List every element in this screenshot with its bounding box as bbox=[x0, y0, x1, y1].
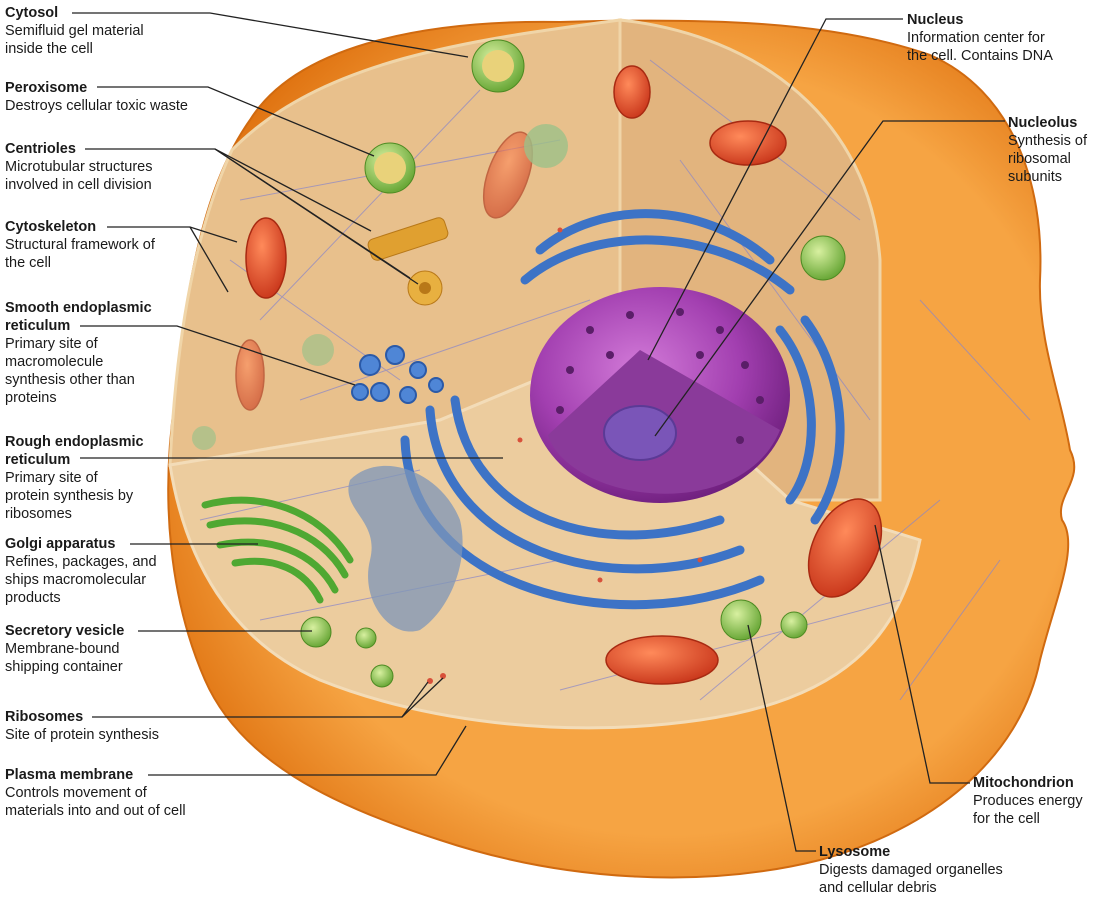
label-desc: Destroys cellular toxic waste bbox=[5, 98, 188, 114]
label-title: Lysosome bbox=[819, 844, 891, 860]
label-title: Rough endoplasmic reticulum bbox=[5, 434, 144, 468]
label-title: Plasma membrane bbox=[5, 767, 134, 783]
label-nucleolus: Nucleolus Synthesis of ribosomal subunit… bbox=[1008, 114, 1087, 186]
label-rough-er: Rough endoplasmic reticulum Primary site… bbox=[5, 433, 144, 523]
label-nucleus: Nucleus Information center for the cell.… bbox=[907, 11, 1053, 65]
label-title: Smooth endoplasmic reticulum bbox=[5, 300, 152, 334]
leader-ribosomes-2 bbox=[401, 677, 444, 718]
label-title: Peroxisome bbox=[5, 80, 88, 96]
smooth-er-network bbox=[348, 465, 463, 632]
label-title: Ribosomes bbox=[5, 709, 84, 725]
label-desc: Controls movement of materials into and … bbox=[5, 785, 186, 819]
label-title: Secretory vesicle bbox=[5, 623, 125, 639]
leader-smooth-er bbox=[80, 325, 356, 386]
vesicles bbox=[192, 39, 846, 688]
nuclear-pores bbox=[556, 308, 764, 444]
label-title: Cytosol bbox=[5, 5, 59, 21]
label-title: Cytoskeleton bbox=[5, 219, 97, 235]
label-lysosome: Lysosome Digests damaged organelles and … bbox=[819, 843, 1003, 897]
label-title: Mitochondrion bbox=[973, 775, 1074, 791]
smooth-er-shape bbox=[351, 345, 444, 404]
label-desc: Semifluid gel material inside the cell bbox=[5, 23, 144, 57]
label-cytoskeleton: Cytoskeleton Structural framework of the… bbox=[5, 218, 155, 272]
leader-plasma-membrane bbox=[148, 725, 467, 776]
label-smooth-er: Smooth endoplasmic reticulum Primary sit… bbox=[5, 299, 152, 407]
leader-lines bbox=[72, 12, 1005, 852]
label-title: Nucleus bbox=[907, 12, 964, 28]
label-cytosol: Cytosol Semifluid gel material inside th… bbox=[5, 4, 144, 58]
label-desc: Membrane-bound shipping container bbox=[5, 641, 123, 675]
label-desc: Digests damaged organelles and cellular … bbox=[819, 862, 1003, 896]
label-golgi: Golgi apparatus Refines, packages, and s… bbox=[5, 535, 157, 607]
leader-nucleus bbox=[647, 18, 903, 361]
label-desc: Synthesis of ribosomal subunits bbox=[1008, 133, 1087, 185]
leader-peroxisome bbox=[97, 86, 375, 157]
label-desc: Structural framework of the cell bbox=[5, 237, 155, 271]
ribosome-dots bbox=[427, 227, 703, 684]
label-title: Golgi apparatus bbox=[5, 536, 116, 552]
label-desc: Site of protein synthesis bbox=[5, 727, 159, 743]
label-mitochondrion: Mitochondrion Produces energy for the ce… bbox=[973, 774, 1083, 828]
label-desc: Primary site of protein synthesis by rib… bbox=[5, 470, 134, 522]
label-secretory-vesicle: Secretory vesicle Membrane-bound shippin… bbox=[5, 622, 124, 676]
label-ribosomes: Ribosomes Site of protein synthesis bbox=[5, 708, 159, 744]
label-desc: Primary site of macromolecule synthesis … bbox=[5, 336, 135, 406]
label-title: Nucleolus bbox=[1008, 115, 1078, 131]
label-desc: Produces energy for the cell bbox=[973, 793, 1083, 827]
leader-mitochondrion bbox=[874, 524, 970, 784]
label-desc: Microtubular structures involved in cell… bbox=[5, 159, 153, 193]
label-desc: Refines, packages, and ships macromolecu… bbox=[5, 554, 157, 606]
nucleolus-shape bbox=[603, 405, 677, 461]
label-title: Centrioles bbox=[5, 141, 76, 157]
golgi-shape bbox=[201, 496, 354, 604]
label-desc: Information center for the cell. Contain… bbox=[907, 30, 1053, 64]
leader-nucleolus bbox=[654, 120, 1005, 437]
label-centrioles: Centrioles Microtubular structures invol… bbox=[5, 140, 152, 194]
leader-centrioles-3 bbox=[214, 148, 411, 279]
leader-lysosome bbox=[747, 624, 816, 852]
centrioles-shape bbox=[367, 217, 449, 306]
leader-cytosol bbox=[72, 12, 469, 58]
label-plasma-membrane: Plasma membrane Controls movement of mat… bbox=[5, 766, 186, 820]
label-peroxisome: Peroxisome Destroys cellular toxic waste bbox=[5, 79, 188, 115]
leader-cytoskeleton-2 bbox=[189, 226, 229, 293]
